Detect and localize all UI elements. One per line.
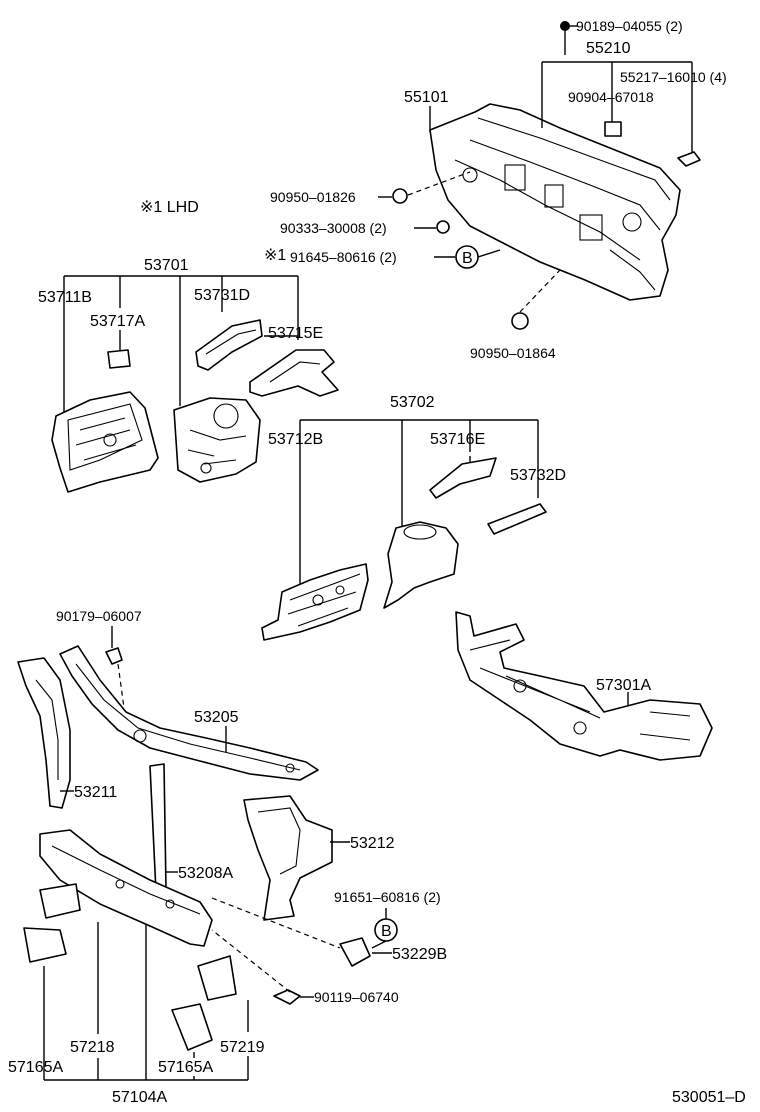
bracket-53229B — [339, 937, 371, 967]
circle-b-bottom-letter: B — [381, 923, 392, 940]
label-53701: 53701 — [144, 257, 189, 274]
label-91645: 91645–80616 (2) — [290, 249, 397, 265]
bracket-53732D — [487, 503, 547, 535]
bracket-57218 — [39, 883, 81, 919]
bolt-90179-icon — [105, 647, 123, 665]
label-90189: 90189–04055 (2) — [576, 18, 683, 34]
label-57165A-left: 57165A — [8, 1059, 63, 1076]
bracket-57219 — [197, 955, 237, 1001]
plug-90333 — [436, 220, 450, 234]
label-53211: 53211 — [74, 784, 117, 801]
bracket-53731D — [195, 319, 263, 371]
bolt-90189-icon — [560, 21, 570, 31]
label-57219: 57219 — [220, 1039, 265, 1056]
grommet-90950-01864 — [511, 312, 529, 330]
ref-mark: ※1 — [264, 247, 286, 264]
label-57165A-right: 57165A — [158, 1059, 213, 1076]
note-lhd: ※1 LHD — [140, 199, 199, 216]
bracket-53717A — [107, 349, 131, 369]
radiator-support-lower-57104A — [39, 829, 213, 947]
label-90119: 90119–06740 — [314, 989, 399, 1005]
bracket-57165A-right — [171, 1003, 213, 1051]
radiator-support-side-53212 — [243, 795, 333, 921]
bracket-53716E — [429, 457, 497, 499]
label-53732D: 53732D — [510, 467, 566, 484]
label-90950-01864: 90950–01864 — [470, 345, 556, 361]
wheelhouse-53702 — [383, 521, 459, 609]
label-53711B: 53711B — [38, 289, 92, 306]
dash-panel-55101 — [429, 103, 681, 301]
radiator-support-upper-53205 — [59, 645, 319, 781]
label-91651: 91651–60816 (2) — [334, 889, 441, 905]
label-55210: 55210 — [586, 40, 631, 57]
label-53731D: 53731D — [194, 287, 250, 304]
label-57301A: 57301A — [596, 677, 651, 694]
diagram-code: 530051–D — [672, 1089, 746, 1106]
label-90950-01826: 90950–01826 — [270, 189, 356, 205]
label-53715E: 53715E — [268, 325, 323, 342]
apron-53711B — [51, 391, 159, 493]
circle-b-top-letter: B — [462, 250, 473, 267]
bracket-53715E — [249, 349, 339, 397]
label-53712B: 53712B — [268, 431, 323, 448]
apron-53712B — [261, 563, 369, 641]
label-53208A: 53208A — [178, 865, 233, 882]
label-55217: 55217–16010 (4) — [620, 69, 727, 85]
label-53716E: 53716E — [430, 431, 485, 448]
brace-53208A — [149, 763, 167, 893]
bolt-90119-icon — [273, 989, 301, 1005]
frame-57301A — [455, 611, 713, 761]
clip-55217 — [677, 151, 701, 167]
label-90179: 90179–06007 — [56, 608, 142, 624]
label-57218: 57218 — [70, 1039, 115, 1056]
radiator-support-side-53211 — [17, 657, 71, 809]
label-90904: 90904–67018 — [568, 89, 654, 105]
grommet-90950-01826 — [392, 188, 408, 204]
label-55101: 55101 — [404, 89, 449, 106]
wheelhouse-53701 — [173, 397, 261, 483]
bracket-57165A-left — [23, 927, 67, 963]
label-53717A: 53717A — [90, 313, 145, 330]
label-53212: 53212 — [350, 835, 395, 852]
label-57104A: 57104A — [112, 1089, 167, 1106]
clip-90904 — [604, 121, 622, 137]
label-53205: 53205 — [194, 709, 239, 726]
label-53229B: 53229B — [392, 946, 447, 963]
label-90333: 90333–30008 (2) — [280, 220, 387, 236]
label-53702: 53702 — [390, 394, 435, 411]
